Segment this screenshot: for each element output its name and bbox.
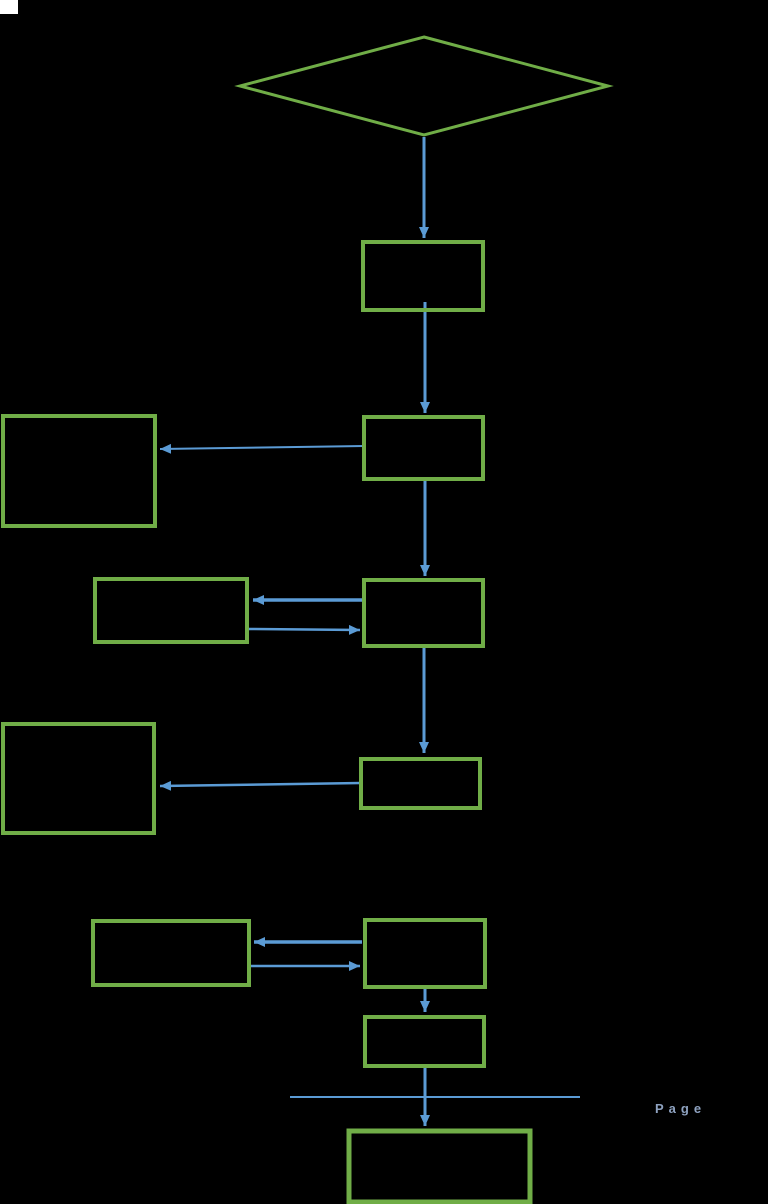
process-box-5[interactable] (363, 918, 487, 989)
side-box-4[interactable] (91, 919, 251, 987)
process-box-3[interactable] (362, 578, 485, 648)
process-box-6[interactable] (363, 1015, 486, 1068)
side-box-3[interactable] (1, 722, 156, 835)
process-box-4[interactable] (359, 757, 482, 810)
connectors-layer (159, 137, 580, 1126)
side-box-1[interactable] (1, 414, 157, 528)
side2-to-box3 (248, 624, 361, 635)
terminal-box[interactable] (346, 1128, 533, 1204)
side-box-2[interactable] (93, 577, 249, 644)
box4-to-side3 (159, 780, 362, 791)
corner-artifact (0, 0, 18, 14)
box2-to-side1 (159, 443, 365, 454)
decision-diamond[interactable] (234, 35, 614, 137)
process-box-2[interactable] (362, 415, 485, 481)
page-footer-label: Page (655, 1101, 707, 1116)
process-box-1[interactable] (361, 240, 485, 312)
nodes-layer (1, 35, 614, 1204)
